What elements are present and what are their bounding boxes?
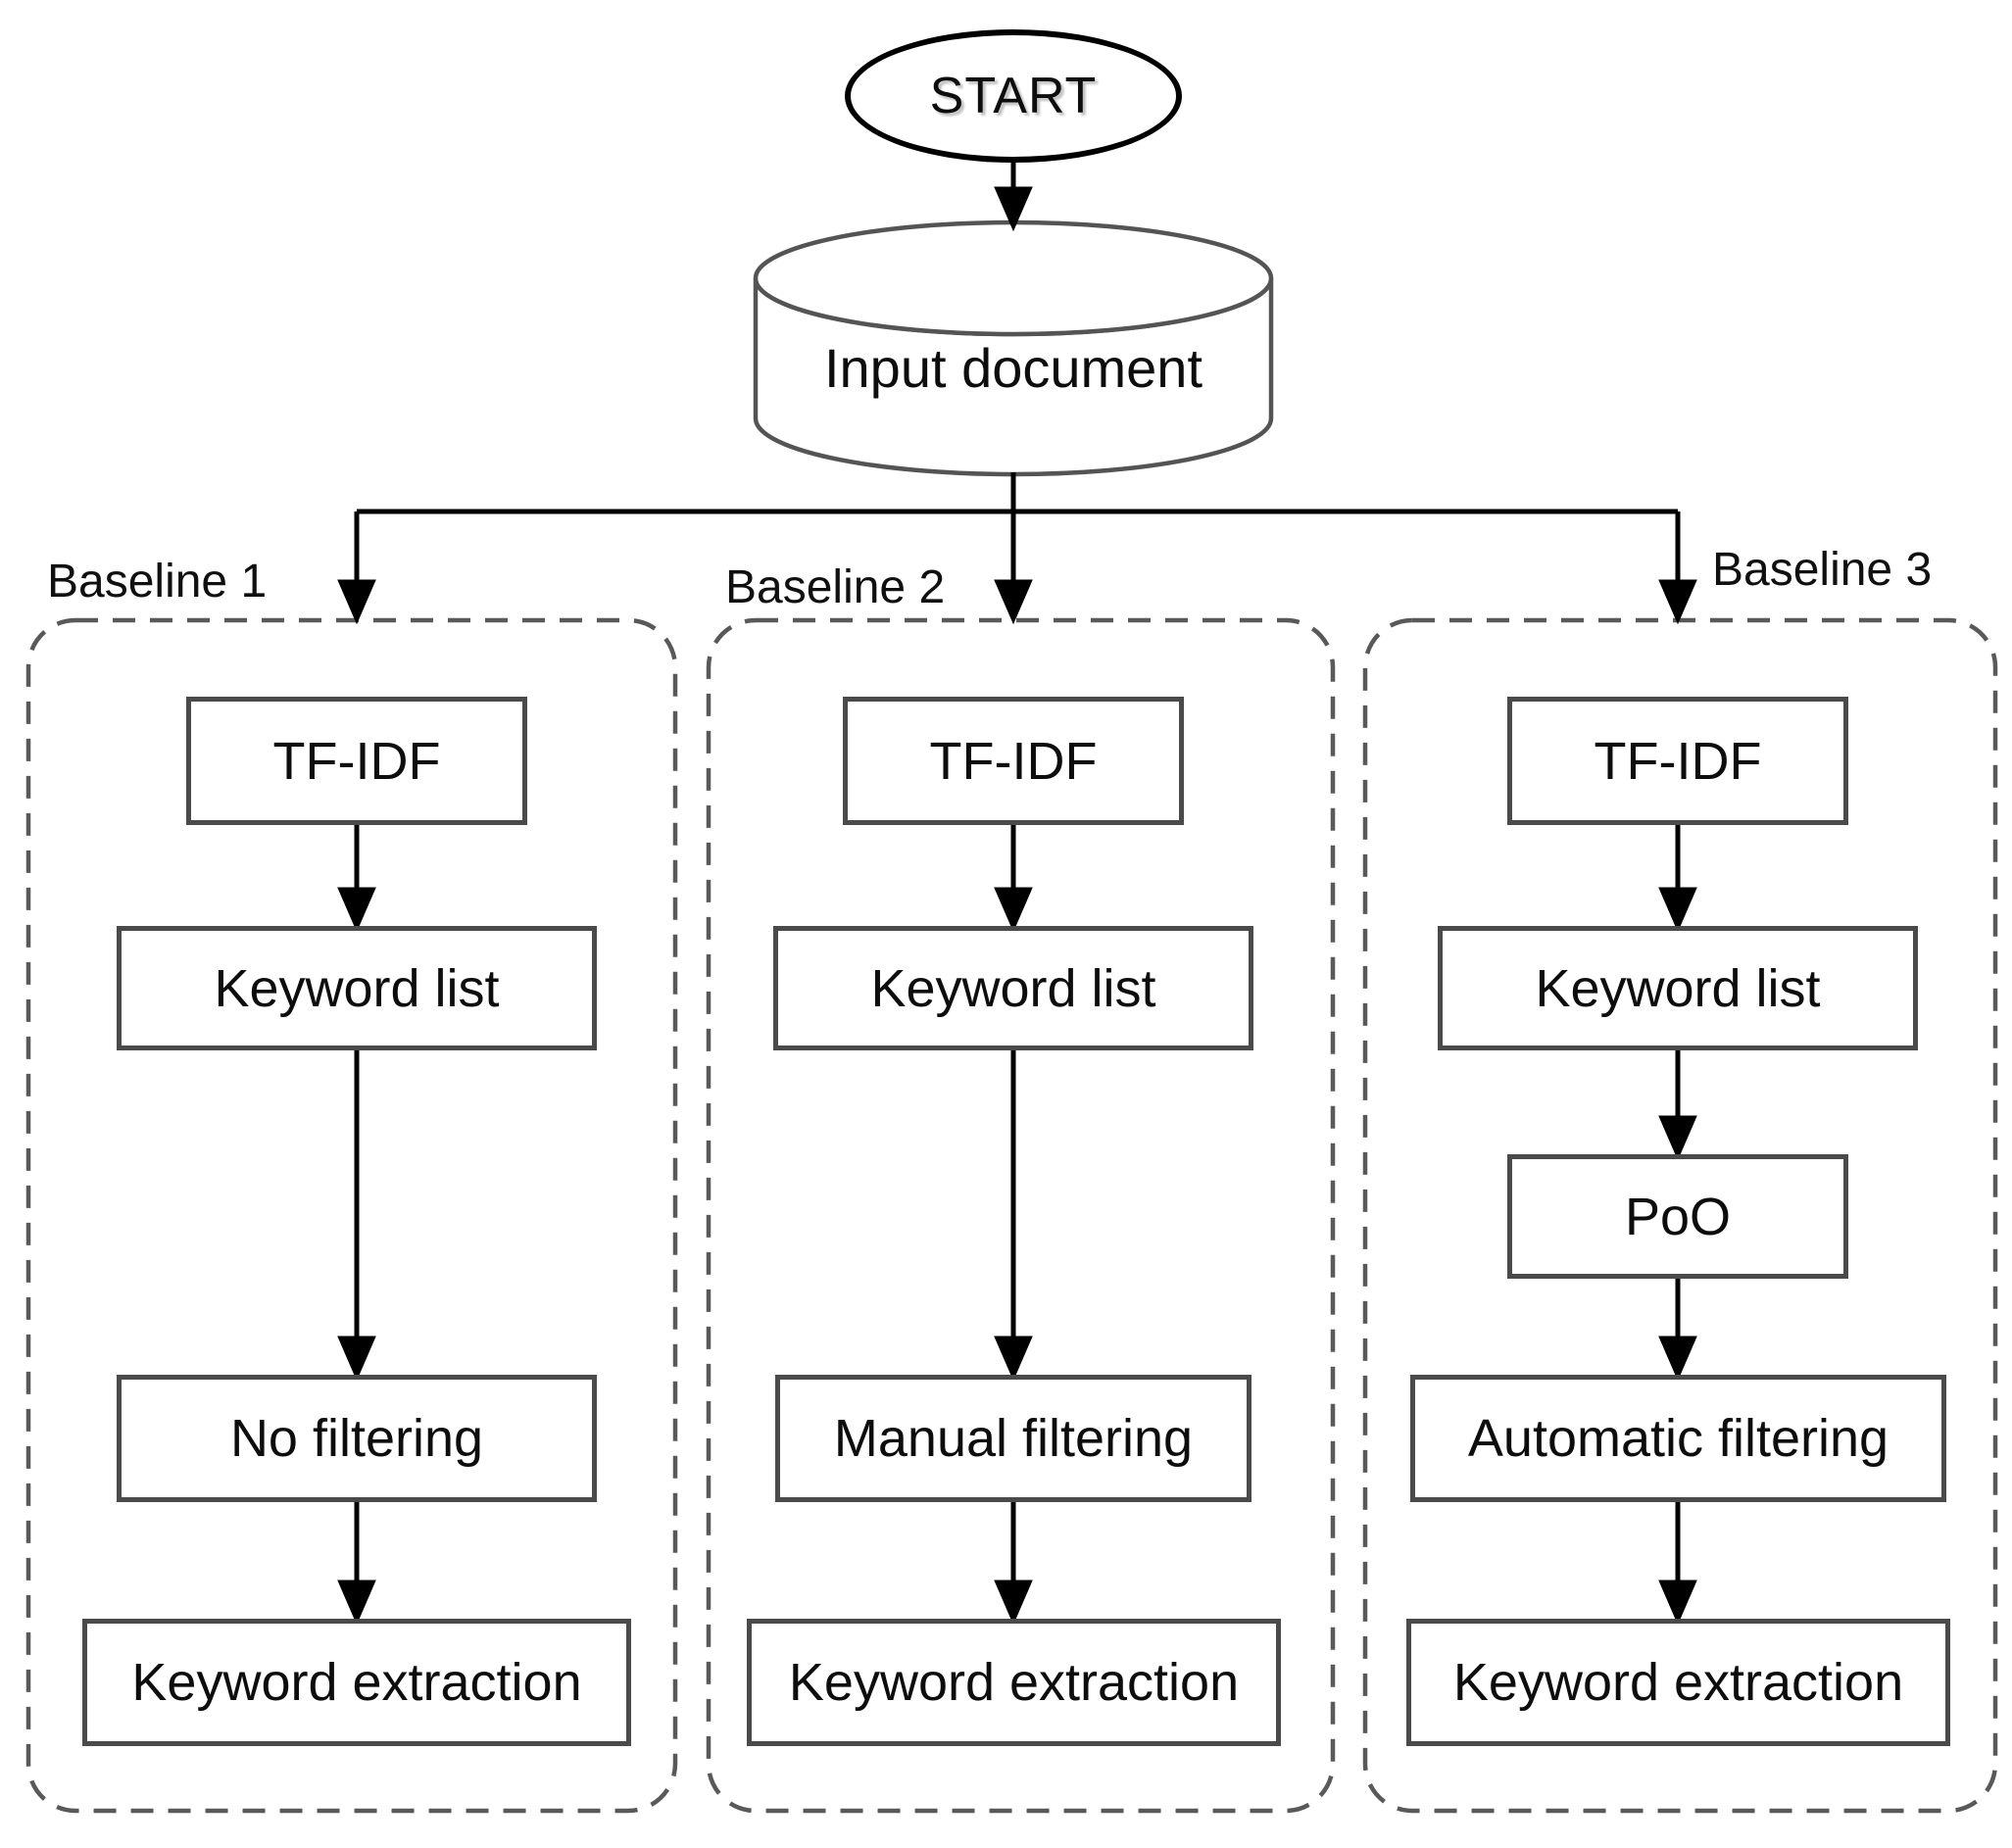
start-node: START [845,29,1182,163]
b3-step-keyword-extraction: Keyword extraction [1406,1619,1950,1746]
arrowhead-b1-nofiltering [337,1336,376,1382]
b3-step-automatic-filtering: Automatic filtering [1410,1375,1946,1502]
b2-step-tfidf: TF-IDF [843,697,1184,825]
arrowhead-b3-keywordlist [1658,887,1697,933]
b3-step-tfidf: TF-IDF [1507,697,1848,825]
arrowhead-b2-extraction [994,1580,1033,1626]
arrowhead-b3-extraction [1658,1580,1697,1626]
arrows [337,163,1697,1626]
input-document-cylinder [753,219,1274,477]
arrowhead-baseline-2 [994,579,1033,625]
baseline-2-container [706,617,1336,1814]
branch-label-baseline-3: Baseline 3 [1712,544,1933,596]
b1-step-keyword-list: Keyword list [117,926,597,1050]
baseline-1-container [25,617,678,1814]
b3-step-keyword-list: Keyword list [1438,926,1918,1050]
b1-step-no-filtering: No filtering [117,1375,597,1502]
arrowhead-start-to-input [994,186,1033,232]
b2-step-keyword-extraction: Keyword extraction [747,1619,1281,1746]
arrowhead-baseline-3 [1658,579,1697,625]
b3-step-poo: PoO [1507,1154,1848,1279]
arrowhead-b2-keywordlist [994,887,1033,933]
arrowhead-baseline-1 [337,579,376,625]
branch-label-baseline-2: Baseline 2 [725,561,946,613]
arrowhead-b2-manualfiltering [994,1336,1033,1382]
b2-step-manual-filtering: Manual filtering [775,1375,1251,1502]
b1-step-tfidf: TF-IDF [186,697,527,825]
b2-step-keyword-list: Keyword list [773,926,1253,1050]
arrowhead-b1-extraction [337,1580,376,1626]
branch-label-baseline-1: Baseline 1 [47,556,268,608]
arrowhead-b1-keywordlist [337,887,376,933]
arrowhead-b3-poo [1658,1115,1697,1161]
b1-step-keyword-extraction: Keyword extraction [82,1619,631,1746]
baseline-3-container [1362,617,1998,1814]
input-document-label: Input document [823,336,1203,399]
arrowhead-b3-autofiltering [1658,1336,1697,1382]
